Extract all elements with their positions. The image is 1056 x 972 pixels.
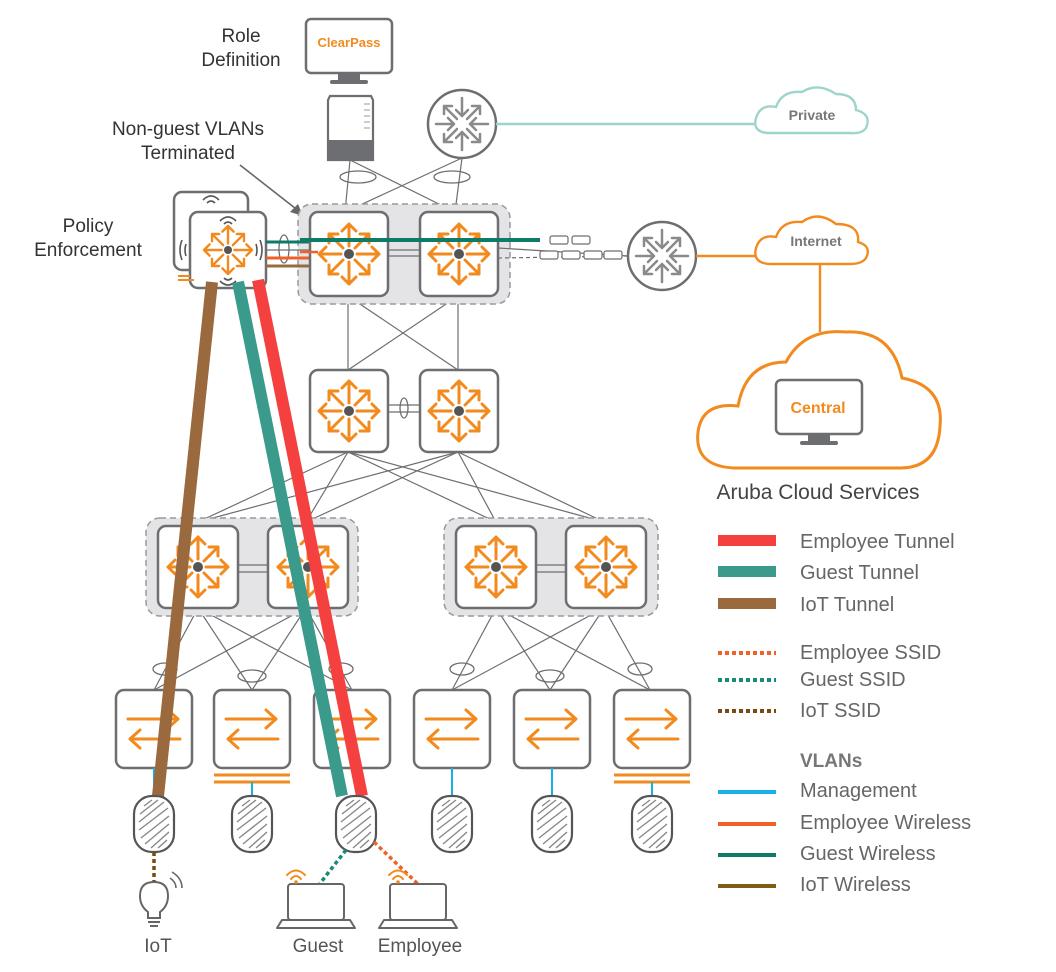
- edge-router-icon: [426, 88, 498, 160]
- gateway-core-icon: [202, 224, 254, 276]
- legend-guest-ssid: Guest SSID: [800, 669, 906, 691]
- ap-4: [430, 794, 474, 854]
- employee-wifi-icon: [388, 869, 408, 885]
- internet-cloud: Internet: [754, 215, 869, 266]
- ap-6: [630, 794, 674, 854]
- internet-uplink: [497, 235, 629, 260]
- dist-switch-1: [156, 524, 240, 610]
- ap-5: [530, 794, 574, 854]
- legend-swatch-employee-tunnel: [718, 535, 776, 546]
- guest-tunnel: [232, 280, 348, 798]
- agg-switch-2: [418, 368, 500, 454]
- iot-tunnel: [152, 281, 218, 797]
- access-switch-4: [412, 688, 492, 770]
- central-label: Central: [790, 400, 845, 417]
- gateway-cluster: [172, 190, 268, 290]
- dist-interconnects: [238, 564, 566, 573]
- agg-interconnect: [388, 404, 420, 413]
- legend-management: Management: [800, 780, 917, 802]
- guest-wifi-icon: [286, 869, 306, 885]
- clearpass-server-icon: [326, 94, 375, 162]
- role-definition-label-line2: Definition: [201, 50, 280, 71]
- non-guest-vlans-label-line1: Non-guest VLANs: [112, 119, 264, 140]
- dist-switch-4: [564, 524, 648, 610]
- guest-laptop-icon: [276, 883, 356, 929]
- legend-employee-ssid: Employee SSID: [800, 642, 941, 664]
- guest-client-label: Guest: [293, 936, 344, 957]
- employee-laptop-icon: [378, 883, 458, 929]
- tunnels: [152, 278, 368, 798]
- legend-iot-tunnel: IoT Tunnel: [800, 594, 894, 616]
- legend-vlans-heading: VLANs: [800, 751, 862, 772]
- legend-guest-tunnel: Guest Tunnel: [800, 562, 919, 584]
- private-label: Private: [789, 107, 836, 123]
- ap-2: [230, 794, 274, 854]
- legend-iot-wireless: IoT Wireless: [800, 874, 911, 896]
- access-switch-1: [114, 688, 194, 770]
- dist-switch-3: [454, 524, 538, 610]
- legend-swatch-iot-tunnel: [718, 598, 776, 609]
- core-switch-2: [418, 210, 500, 298]
- iot-bulb-icon: [138, 871, 183, 927]
- aruba-cloud-services-label: Aruba Cloud Services: [716, 481, 919, 504]
- legend-swatch-guest-tunnel: [718, 566, 776, 577]
- callout-arrow: [239, 164, 303, 216]
- legend-employee-wireless: Employee Wireless: [800, 812, 971, 834]
- iot-client-label: IoT: [144, 936, 172, 957]
- clearpass-monitor: ClearPass: [304, 17, 394, 84]
- employee-tunnel: [252, 278, 368, 798]
- agg-switch-1: [308, 368, 390, 454]
- ap-3: [334, 794, 378, 854]
- legend-guest-wireless: Guest Wireless: [800, 843, 936, 865]
- internet-router-icon: [626, 220, 698, 292]
- non-guest-vlans-label-line2: Terminated: [141, 143, 235, 164]
- policy-enforcement-label-line1: Policy: [63, 216, 114, 237]
- legend: Employee Tunnel Guest Tunnel IoT Tunnel …: [718, 531, 971, 896]
- private-cloud: Private: [754, 86, 869, 135]
- legend-employee-tunnel: Employee Tunnel: [800, 531, 955, 553]
- ap-1: [132, 794, 176, 854]
- lag-ellipses: [152, 170, 653, 683]
- internet-label: Internet: [790, 233, 842, 249]
- uplink-lines: [153, 157, 651, 691]
- employee-client-label: Employee: [378, 936, 463, 957]
- role-definition-label-line1: Role: [221, 26, 260, 47]
- policy-enforcement-label-line2: Enforcement: [34, 240, 142, 261]
- core-switch-1: [308, 210, 390, 298]
- core-interconnect: [388, 249, 420, 257]
- access-switch-2: [212, 688, 292, 770]
- access-switch-6: [612, 688, 692, 770]
- ssid-links: [152, 840, 422, 888]
- clearpass-label: ClearPass: [318, 35, 381, 50]
- access-switch-5: [512, 688, 592, 770]
- legend-iot-ssid: IoT SSID: [800, 700, 881, 722]
- aruba-cloud: Central: [696, 330, 942, 470]
